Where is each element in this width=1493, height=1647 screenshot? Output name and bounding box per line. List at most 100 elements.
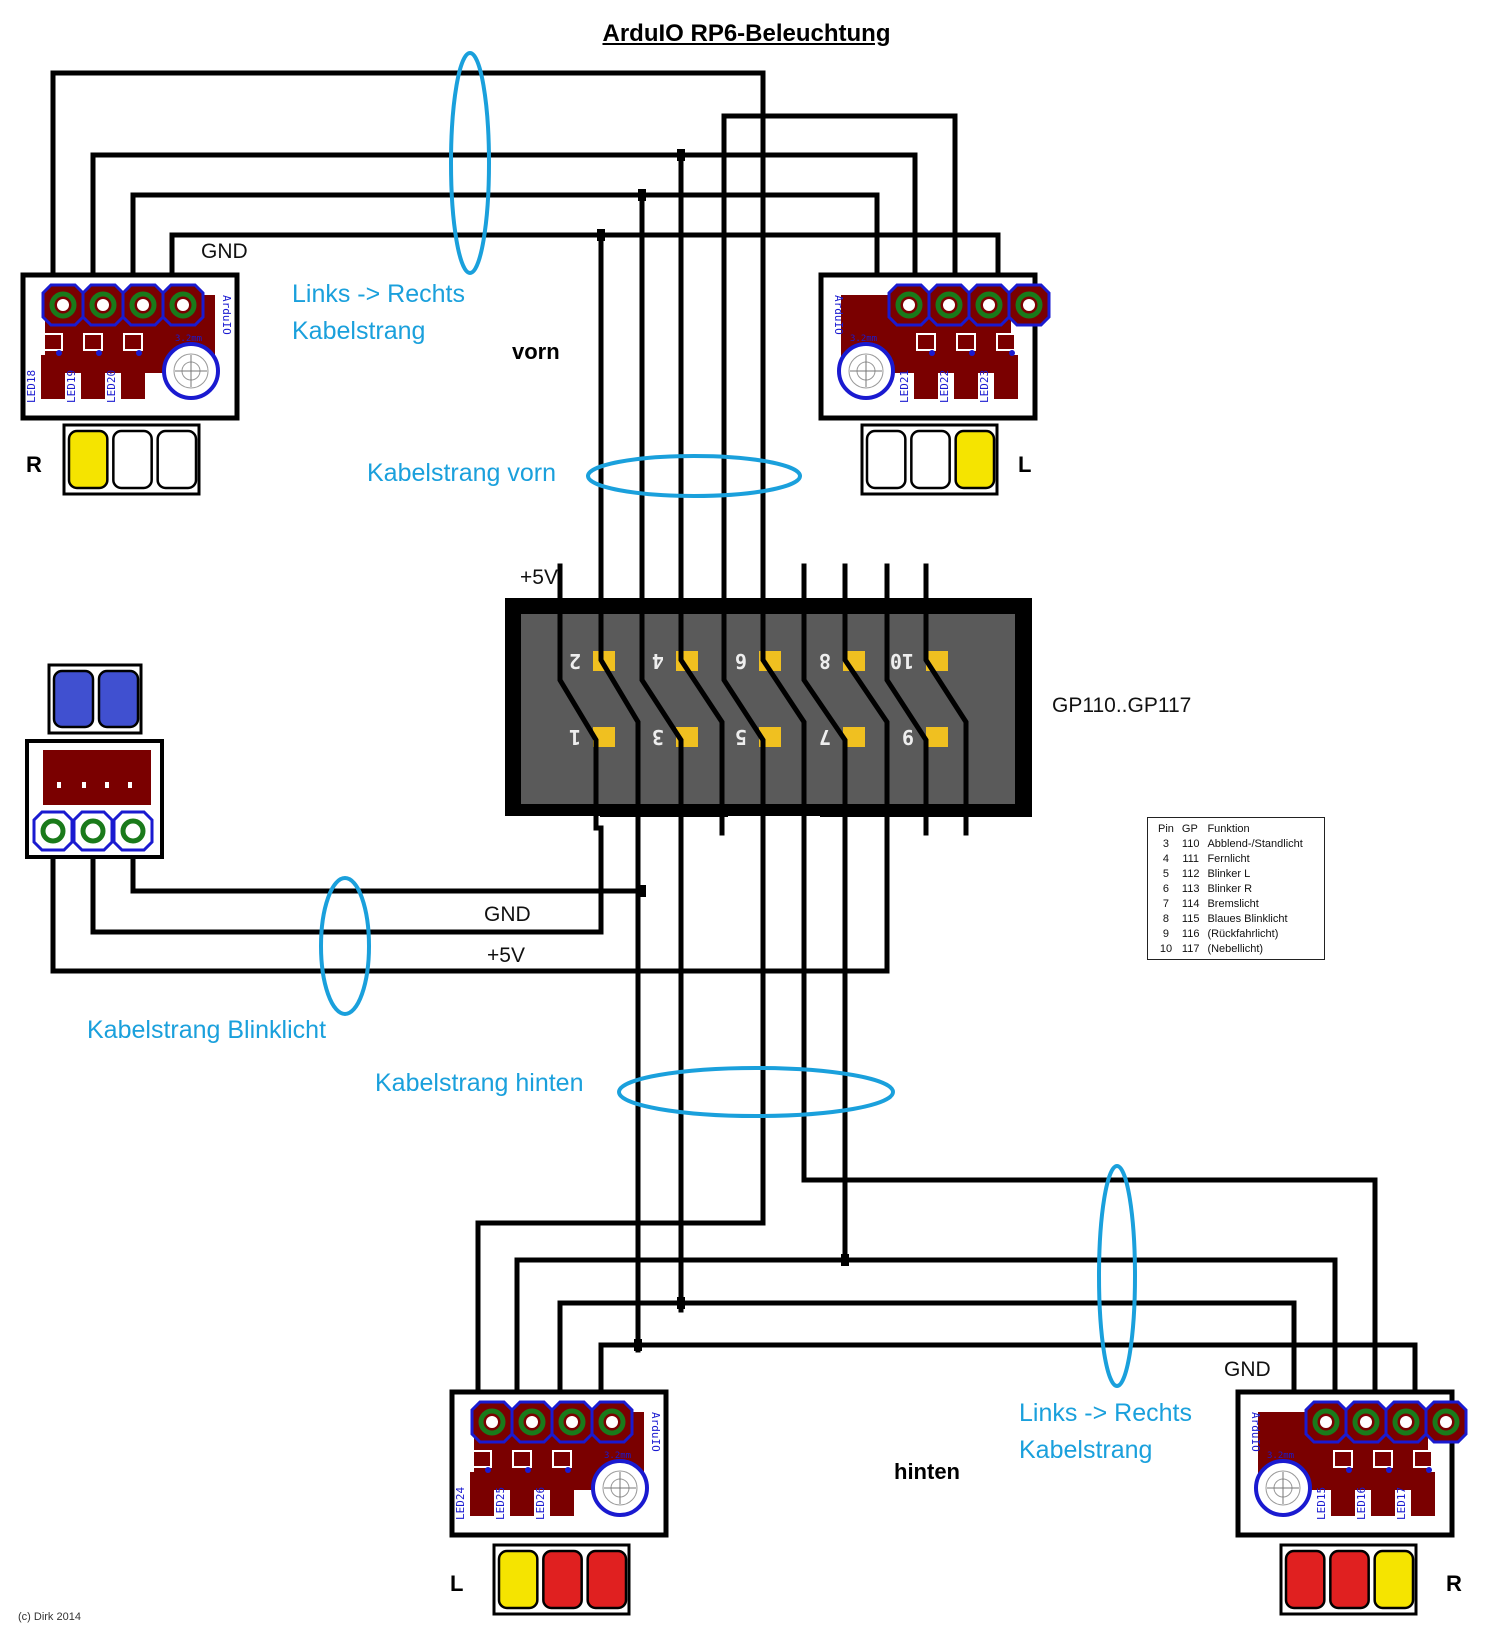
wire: [130, 192, 880, 301]
cell-funktion: Blaues Blinklicht: [1207, 913, 1288, 925]
wire: [842, 563, 890, 974]
led-designator: LED18: [25, 370, 38, 403]
cell-gp: 114: [1181, 898, 1200, 910]
lamp: [586, 1549, 628, 1610]
header-pin: Pin: [1158, 823, 1174, 835]
lamp: [1373, 1549, 1415, 1610]
led-body: [470, 1472, 494, 1516]
cell-pin: 4: [1162, 853, 1170, 865]
lamp-cover-blink: [47, 663, 143, 735]
table-row: 5 112 Blinker L: [1154, 867, 1307, 882]
harness-rear-lr-label-2: Kabelstrang: [1019, 1436, 1153, 1464]
connector-pin-number: 5: [735, 725, 747, 749]
wire: [884, 563, 929, 836]
rear-left-side-label: L: [450, 1571, 464, 1596]
cell-funktion: Abblend-/Standlicht: [1207, 838, 1303, 850]
wire: [130, 835, 645, 894]
connector-pin-number: 3: [652, 725, 664, 749]
led-body: [1331, 1472, 1355, 1516]
header-gp: GP: [1181, 823, 1198, 835]
wire: [678, 595, 725, 836]
blink-light-board: [25, 739, 164, 859]
connector-pin-number: 2: [569, 649, 581, 673]
wire: [90, 825, 604, 935]
led-designator: LED22: [938, 370, 951, 403]
connector-pin-number: 1: [569, 725, 581, 749]
front-label: vorn: [512, 339, 560, 364]
wires: [50, 70, 1418, 1393]
hole-size-label: 3.2mm: [1267, 1451, 1294, 1461]
cell-gp: 112: [1181, 868, 1200, 880]
wire: [50, 835, 890, 974]
led-designator: LED26: [534, 1487, 547, 1520]
wire: [639, 595, 684, 1313]
led-designator: LED23: [978, 370, 991, 403]
connector-pin-number: 10: [890, 649, 914, 673]
gnd-label-blink: GND: [484, 903, 531, 926]
cell-pin: 6: [1162, 883, 1170, 895]
lamp: [1329, 1549, 1370, 1610]
led-designator: LED16: [1355, 1487, 1368, 1520]
harness-blink: [319, 876, 371, 1016]
plus5v-label-blink: +5V: [487, 944, 525, 967]
led-body: [994, 355, 1018, 399]
harness-rear-lr-label-1: Links -> Rechts: [1019, 1399, 1192, 1427]
cell-gp: 113: [1181, 883, 1200, 895]
wire: [923, 563, 969, 836]
connector-pin-number: 6: [735, 649, 747, 673]
led-designator: LED21: [898, 370, 911, 403]
wire: [721, 113, 958, 601]
front-left-side-label: L: [1018, 452, 1032, 477]
wire-junction: [634, 1339, 642, 1351]
wire: [90, 152, 918, 301]
wire: [801, 563, 848, 1263]
wire: [169, 232, 1001, 301]
cell-pin: 7: [1162, 898, 1170, 910]
hole-size-label: 3.2mm: [850, 334, 877, 344]
gnd-label-front: GND: [201, 240, 248, 263]
wire: [557, 1300, 684, 1393]
copyright: (c) Dirk 2014: [18, 1611, 81, 1623]
cell-gp: 117: [1181, 943, 1200, 955]
wire: [635, 1342, 1418, 1393]
cell-pin: 5: [1162, 868, 1170, 880]
led-body: [550, 1472, 574, 1516]
connector-pad: [926, 727, 948, 747]
harness-front-lr: [449, 51, 491, 275]
cell-funktion: (Rückfahrlicht): [1207, 928, 1279, 940]
junctions: [597, 149, 849, 1351]
rear-right-side-label: R: [1446, 1571, 1462, 1596]
gnd-label-rear: GND: [1224, 1358, 1271, 1381]
table-header-row: Pin GP Funktion: [1154, 822, 1307, 837]
connector-pad: [843, 727, 865, 747]
wire-junction: [677, 1297, 685, 1309]
cell-funktion: (Nebellicht): [1207, 943, 1264, 955]
led-body: [1371, 1472, 1395, 1516]
harness-front: [586, 454, 802, 498]
harness-blink-label: Kabelstrang Blinklicht: [87, 1016, 327, 1044]
brand-label: ArduIO: [1249, 1412, 1262, 1452]
rear-label: hinten: [894, 1459, 960, 1484]
wire: [678, 1300, 1297, 1393]
wire: [50, 70, 766, 601]
connector-pin-number: 4: [652, 649, 664, 673]
lamp: [97, 669, 140, 729]
page-title: ArduIO RP6-Beleuchtung: [602, 20, 891, 47]
connector-pin-number: 8: [819, 649, 831, 673]
lamp: [156, 429, 198, 490]
wire: [721, 595, 766, 1103]
cell-funktion: Blinker L: [1207, 868, 1251, 880]
wire: [760, 595, 807, 1183]
wire-junction: [638, 885, 646, 897]
led-designator: LED19: [65, 370, 78, 403]
